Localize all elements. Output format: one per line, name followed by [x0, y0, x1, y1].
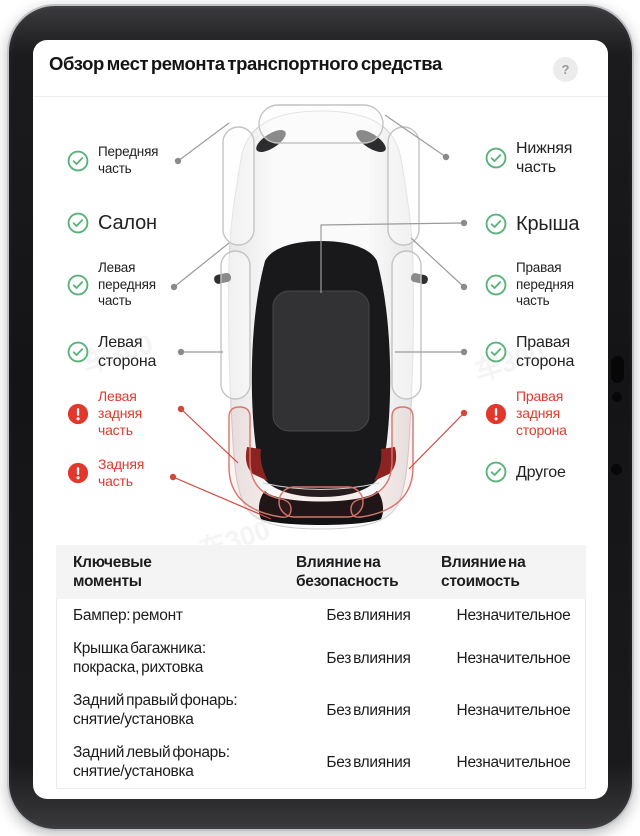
check-icon — [485, 341, 507, 363]
zone-rear-bumper-overlay — [278, 486, 364, 518]
headlight-right — [356, 130, 386, 152]
check-icon — [67, 341, 89, 363]
cell-safety: Без влияния — [326, 753, 411, 771]
zone-left-side-overlay — [220, 250, 251, 400]
cell-item: Бампер: ремонт — [73, 607, 183, 624]
zone-bottom: Нижняя часть — [485, 139, 572, 177]
warning-icon — [485, 403, 507, 424]
cell-cost: Незначительное — [456, 649, 571, 667]
tablet-side-camera — [612, 392, 622, 402]
tablet-screen: Обзор мест ремонта транспортного средств… — [33, 40, 608, 799]
zone-label: Левая передняя часть — [98, 260, 156, 308]
check-icon — [485, 274, 507, 296]
zone-right-front: Правая передняя часть — [485, 260, 574, 310]
connector-dots-gray — [170, 153, 468, 356]
zone-label: Крыша — [516, 213, 580, 235]
zone-label: Левая задняя часть — [98, 388, 143, 438]
zone-right-side-overlay — [391, 250, 422, 400]
cell-safety: Без влияния — [326, 607, 411, 624]
cell-item: Задний левый фонарь: снятие/установка — [73, 744, 230, 780]
repair-table: Ключевые моменты Влияние на безопасность… — [56, 545, 586, 789]
tablet-frame: Обзор мест ремонта транспортного средств… — [7, 4, 634, 831]
zone-left-rear-overlay — [228, 406, 292, 518]
connector-dots-red — [169, 405, 468, 481]
zone-cabin: Салон — [67, 212, 157, 234]
zone-label: Другое — [516, 463, 566, 481]
mirror-left — [214, 272, 232, 284]
taillight-left — [245, 447, 268, 481]
zone-front-bumper-overlay — [258, 104, 384, 144]
help-button[interactable]: ? — [553, 57, 578, 82]
zone-roof: Крыша — [485, 213, 580, 235]
table-row: Крышка багажника: покраска, рихтовка Без… — [57, 632, 585, 684]
connector-lines-gray — [173, 114, 465, 353]
table-row: Задний левый фонарь: снятие/установка Бе… — [57, 736, 585, 788]
taillight-right — [374, 447, 397, 481]
zone-label: Нижняя часть — [516, 140, 573, 176]
rear-bumper-dark — [258, 491, 384, 525]
zone-left-rear: Левая задняя часть — [67, 388, 142, 439]
zone-right-rear: Правая задняя сторона — [485, 388, 567, 439]
cell-safety: Без влияния — [326, 649, 411, 667]
header-divider — [33, 96, 608, 97]
cell-cost: Незначительное — [456, 753, 571, 771]
zone-right-front-overlay — [387, 126, 420, 246]
tablet-side-dot — [611, 464, 622, 475]
check-icon — [485, 461, 507, 483]
question-icon: ? — [561, 62, 570, 77]
zone-label: Салон — [98, 212, 157, 234]
cell-cost: Незначительное — [456, 701, 571, 719]
cell-item: Крышка багажника: покраска, рихтовка — [73, 640, 206, 676]
zone-left-front-overlay — [222, 126, 255, 246]
zone-label: Правая задняя сторона — [516, 388, 567, 438]
zone-label: Левая сторона — [98, 334, 157, 370]
zone-other: Другое — [485, 461, 566, 483]
zone-label: Задняя часть — [98, 456, 145, 489]
cell-cost: Незначительное — [456, 607, 571, 624]
zone-right-rear-overlay — [350, 406, 414, 518]
zone-label: Правая передняя часть — [516, 260, 574, 308]
zone-label: Правая сторона — [516, 334, 575, 370]
headlight-left — [256, 130, 286, 152]
table-row: Бампер: ремонт Без влияния Незначительно… — [57, 599, 585, 632]
cell-safety: Без влияния — [326, 701, 411, 719]
car-glass-roof — [251, 241, 391, 497]
col-header-key-points: Ключевые моменты — [73, 554, 152, 590]
check-icon — [485, 147, 507, 169]
warning-icon — [67, 403, 89, 424]
connector-lines-red — [172, 408, 465, 520]
zone-rear: Задняя часть — [67, 456, 144, 490]
car-body — [228, 110, 414, 530]
check-icon — [67, 212, 89, 234]
trunk-line — [262, 482, 380, 490]
table-header: Ключевые моменты Влияние на безопасность… — [56, 545, 586, 599]
zone-right-side: Правая сторона — [485, 333, 574, 371]
mirror-right — [410, 273, 428, 285]
table-row: Задний правый фонарь: снятие/установка Б… — [57, 684, 585, 736]
cell-item: Задний правый фонарь: снятие/установка — [73, 692, 238, 728]
zone-left-side: Левая сторона — [67, 333, 156, 371]
warning-icon — [67, 462, 89, 484]
page-title: Обзор мест ремонта транспортного средств… — [49, 53, 442, 74]
zone-label: Передняя часть — [98, 144, 159, 176]
check-icon — [67, 274, 89, 296]
tablet-side-button — [611, 356, 624, 383]
col-header-safety-impact: Влияние на безопасность — [296, 554, 399, 590]
sunroof — [272, 290, 370, 432]
check-icon — [67, 150, 89, 171]
check-icon — [485, 213, 507, 235]
zone-front: Передняя часть — [67, 144, 158, 177]
zone-left-front: Левая передняя часть — [67, 260, 156, 310]
table-body: Бампер: ремонт Без влияния Незначительно… — [56, 599, 586, 789]
col-header-cost-impact: Влияние на стоимость — [441, 554, 526, 590]
